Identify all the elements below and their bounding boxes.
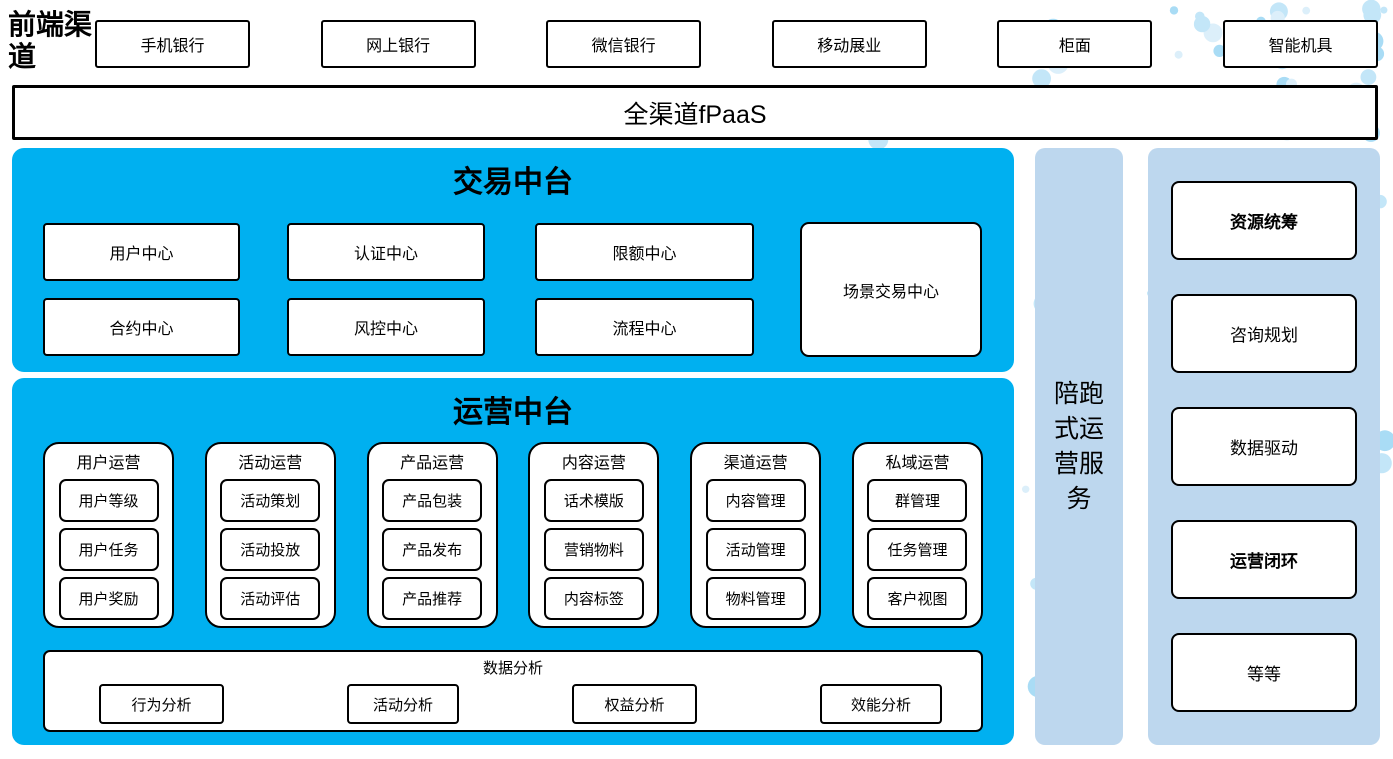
trade-box-risk-center: 风控中心 — [287, 298, 485, 356]
trade-platform-title: 交易中台 — [453, 166, 573, 199]
trade-box-scene-trade-center: 场景交易中心 — [800, 222, 982, 357]
service-box-data-driven: 数据驱动 — [1171, 407, 1357, 486]
service-box-operation-loop: 运营闭环 — [1171, 520, 1357, 599]
ops-item: 用户奖励 — [58, 577, 159, 620]
ops-item: 活动管理 — [705, 528, 806, 571]
channel-box-mobile-sales: 移动展业 — [771, 20, 927, 68]
ops-col-header: 渠道运营 — [723, 455, 788, 472]
ops-item: 活动评估 — [220, 577, 321, 620]
ops-platform-title: 运营中台 — [453, 396, 573, 429]
trade-box-user-center: 用户中心 — [43, 223, 240, 281]
data-analysis-strip: 数据分析 行为分析 活动分析 权益分析 效能分析 — [43, 650, 983, 732]
trade-platform-panel: 交易中台 用户中心 认证中心 限额中心 合约中心 风控中心 流程中心 场景交易中… — [12, 148, 1014, 372]
channel-box-smart-devices: 智能机具 — [1222, 20, 1378, 68]
accompany-service-bar: 陪跑式运营服务 — [1035, 148, 1123, 745]
ops-item: 群管理 — [867, 479, 968, 522]
channel-box-counter: 柜面 — [997, 20, 1153, 68]
ops-platform-panel: 运营中台 用户运营 用户等级 用户任务 用户奖励 活动运营 活动策划 活动投放 … — [12, 378, 1014, 745]
ops-col-channel-operation: 渠道运营 内容管理 活动管理 物料管理 — [690, 442, 822, 628]
ops-item: 用户等级 — [58, 479, 159, 522]
ops-item: 内容标签 — [543, 577, 644, 620]
ops-item: 内容管理 — [705, 479, 806, 522]
accompany-service-label: 陪跑式运营服务 — [1053, 379, 1104, 513]
service-box-etc: 等等 — [1171, 633, 1357, 712]
front-channels-row: 手机银行 网上银行 微信银行 移动展业 柜面 智能机具 — [95, 20, 1378, 68]
front-channels-label: 前端渠道 — [8, 10, 93, 74]
channel-box-wechat-banking: 微信银行 — [546, 20, 702, 68]
ops-col-header: 内容运营 — [561, 455, 626, 472]
ops-item: 产品推荐 — [382, 577, 483, 620]
ops-col-header: 活动运营 — [238, 455, 303, 472]
ops-item: 活动策划 — [220, 479, 321, 522]
ops-item: 话术模版 — [543, 479, 644, 522]
ops-col-private-domain-operation: 私域运营 群管理 任务管理 客户视图 — [851, 442, 983, 628]
ops-item: 物料管理 — [705, 577, 806, 620]
ops-item: 用户任务 — [58, 528, 159, 571]
trade-box-process-center: 流程中心 — [535, 298, 754, 356]
channel-box-online-banking: 网上银行 — [320, 20, 476, 68]
ops-col-activity-operation: 活动运营 活动策划 活动投放 活动评估 — [204, 442, 336, 628]
service-box-resource-planning: 资源统筹 — [1171, 181, 1357, 260]
data-analysis-header: 数据分析 — [482, 660, 543, 677]
ops-item: 任务管理 — [867, 528, 968, 571]
channel-box-mobile-banking: 手机银行 — [95, 20, 250, 68]
fpaas-bar: 全渠道fPaaS — [12, 85, 1378, 140]
ops-columns: 用户运营 用户等级 用户任务 用户奖励 活动运营 活动策划 活动投放 活动评估 … — [43, 442, 983, 628]
service-box-consulting-planning: 咨询规划 — [1171, 294, 1357, 373]
analysis-item-behavior: 行为分析 — [99, 684, 224, 724]
ops-item: 活动投放 — [220, 528, 321, 571]
trade-box-limit-center: 限额中心 — [535, 223, 754, 281]
analysis-item-activity: 活动分析 — [347, 684, 459, 724]
analysis-item-rights: 权益分析 — [572, 684, 697, 724]
ops-col-product-operation: 产品运营 产品包装 产品发布 产品推荐 — [366, 442, 498, 628]
service-panel: 资源统筹 咨询规划 数据驱动 运营闭环 等等 — [1148, 148, 1380, 745]
ops-col-user-operation: 用户运营 用户等级 用户任务 用户奖励 — [43, 442, 174, 628]
ops-col-content-operation: 内容运营 话术模版 营销物料 内容标签 — [528, 442, 660, 628]
ops-item: 客户视图 — [867, 577, 968, 620]
ops-col-header: 用户运营 — [76, 455, 141, 472]
ops-col-header: 私域运营 — [885, 455, 950, 472]
trade-box-auth-center: 认证中心 — [287, 223, 485, 281]
analysis-item-efficiency: 效能分析 — [820, 684, 942, 724]
trade-box-contract-center: 合约中心 — [43, 298, 240, 356]
ops-item: 产品包装 — [382, 479, 483, 522]
ops-col-header: 产品运营 — [400, 455, 465, 472]
ops-item: 产品发布 — [382, 528, 483, 571]
ops-item: 营销物料 — [543, 528, 644, 571]
